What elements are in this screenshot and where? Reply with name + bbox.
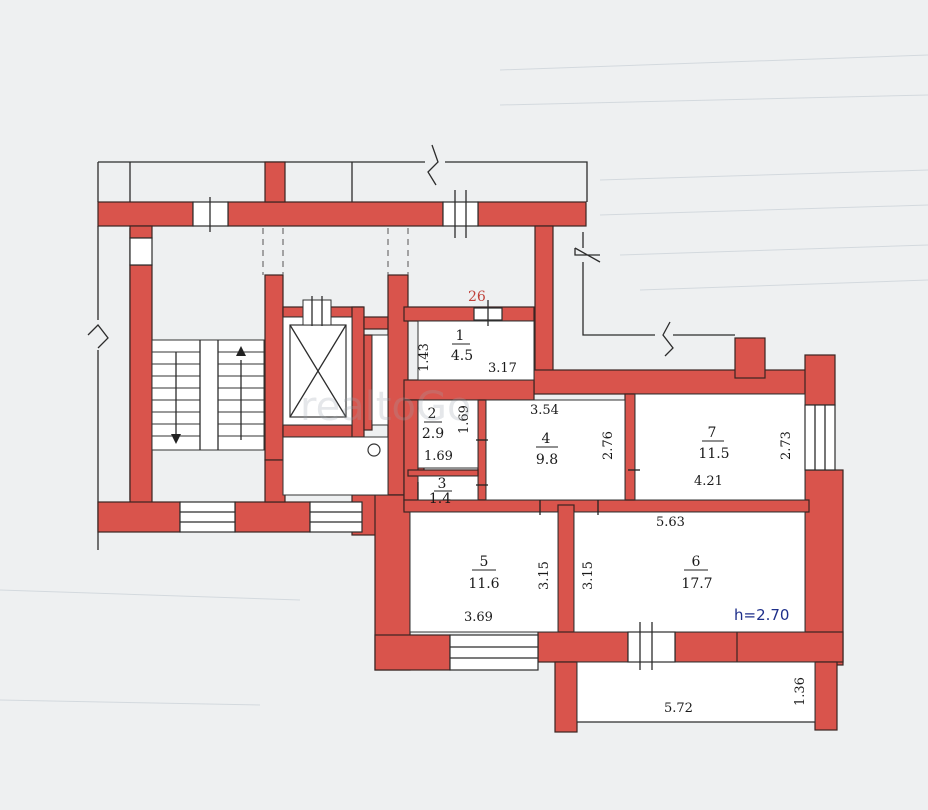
room-6-area: 17.7 xyxy=(681,576,712,592)
dim-room6-height: 3.15 xyxy=(581,561,596,590)
room-2-area: 2.9 xyxy=(422,426,444,442)
dim-room2-height: 1.69 xyxy=(424,449,453,464)
elevator-shaft xyxy=(289,296,381,457)
dim-room4-width: 3.54 xyxy=(530,403,559,418)
apartment-number: 26 xyxy=(468,289,486,305)
room-7-number: 7 xyxy=(708,425,717,441)
riser-circle xyxy=(367,443,381,457)
room-3-number: 3 xyxy=(438,476,447,492)
dim-room1-width: 3.17 xyxy=(488,361,517,376)
room-7-area: 11.5 xyxy=(698,446,729,462)
labels: 26 1 4.5 1.43 3.17 2 2.9 1.69 1.69 3 1.4… xyxy=(300,289,808,716)
dim-room4-height: 2.76 xyxy=(601,431,616,460)
dim-room7-width: 4.21 xyxy=(694,474,723,489)
room-4-number: 4 xyxy=(542,431,551,447)
room-2-number: 2 xyxy=(428,406,437,422)
room-3-area: 1.4 xyxy=(429,491,451,507)
room-4-area: 9.8 xyxy=(536,452,558,468)
room-6-number: 6 xyxy=(692,554,701,570)
dim-balcony-depth: 1.36 xyxy=(793,677,808,706)
watermark: realtoGo xyxy=(300,384,471,430)
dim-room2-width: 1.69 xyxy=(457,405,472,434)
dim-balcony-width: 5.72 xyxy=(664,701,693,716)
dim-room5-height: 3.15 xyxy=(537,561,552,590)
dim-room1-height: 1.43 xyxy=(417,343,432,372)
dashed-openings xyxy=(262,228,409,275)
dim-room6-width: 5.63 xyxy=(656,515,685,530)
room-1-number: 1 xyxy=(456,328,465,344)
ceiling-height: h=2.70 xyxy=(734,606,789,624)
room-1-area: 4.5 xyxy=(451,348,473,364)
background-marks xyxy=(0,54,928,706)
room-5-area: 11.6 xyxy=(468,576,499,592)
door-marks xyxy=(417,439,640,515)
room-5-number: 5 xyxy=(480,554,489,570)
windows xyxy=(129,190,836,671)
dim-room7-height: 2.73 xyxy=(779,431,794,460)
dim-room5-width: 3.69 xyxy=(464,610,493,625)
staircase xyxy=(151,339,265,451)
